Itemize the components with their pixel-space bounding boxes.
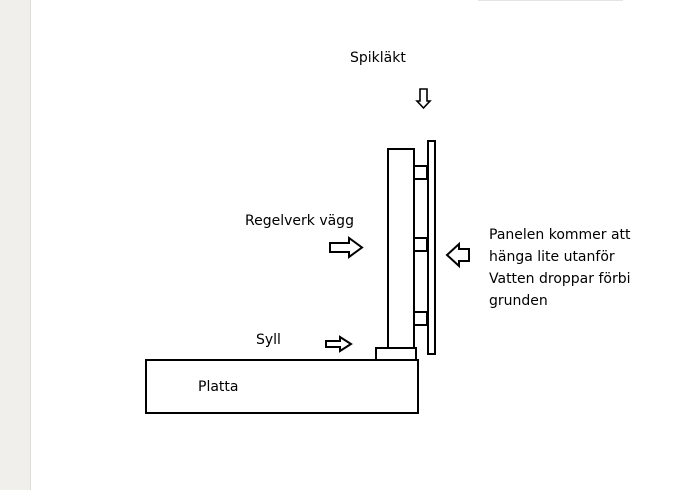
batten-top xyxy=(413,165,428,180)
batten-middle xyxy=(413,237,428,252)
top-divider xyxy=(478,0,623,1)
panel-board xyxy=(427,140,436,355)
batten-bottom xyxy=(413,311,428,326)
label-slab: Platta xyxy=(198,379,239,395)
left-arrow-icon xyxy=(445,241,470,269)
page-margin xyxy=(0,0,31,490)
panel-note-line: Vatten droppar förbi xyxy=(489,271,631,287)
panel-note-line: Panelen kommer att xyxy=(489,227,631,243)
label-panel-note: Panelen kommer att hänga lite utanför Va… xyxy=(489,224,659,312)
label-sill: Syll xyxy=(256,332,281,348)
right-arrow-icon xyxy=(325,335,353,353)
down-arrow-icon xyxy=(415,88,432,110)
panel-note-line: hänga lite utanför xyxy=(489,249,615,265)
panel-note-line: grunden xyxy=(489,293,548,309)
right-arrow-icon xyxy=(329,236,364,259)
wall-frame xyxy=(387,148,415,349)
label-wall-framing: Regelverk vägg xyxy=(245,213,354,229)
label-batten: Spikläkt xyxy=(350,50,406,66)
sill-plate xyxy=(375,347,417,361)
slab xyxy=(145,359,419,414)
